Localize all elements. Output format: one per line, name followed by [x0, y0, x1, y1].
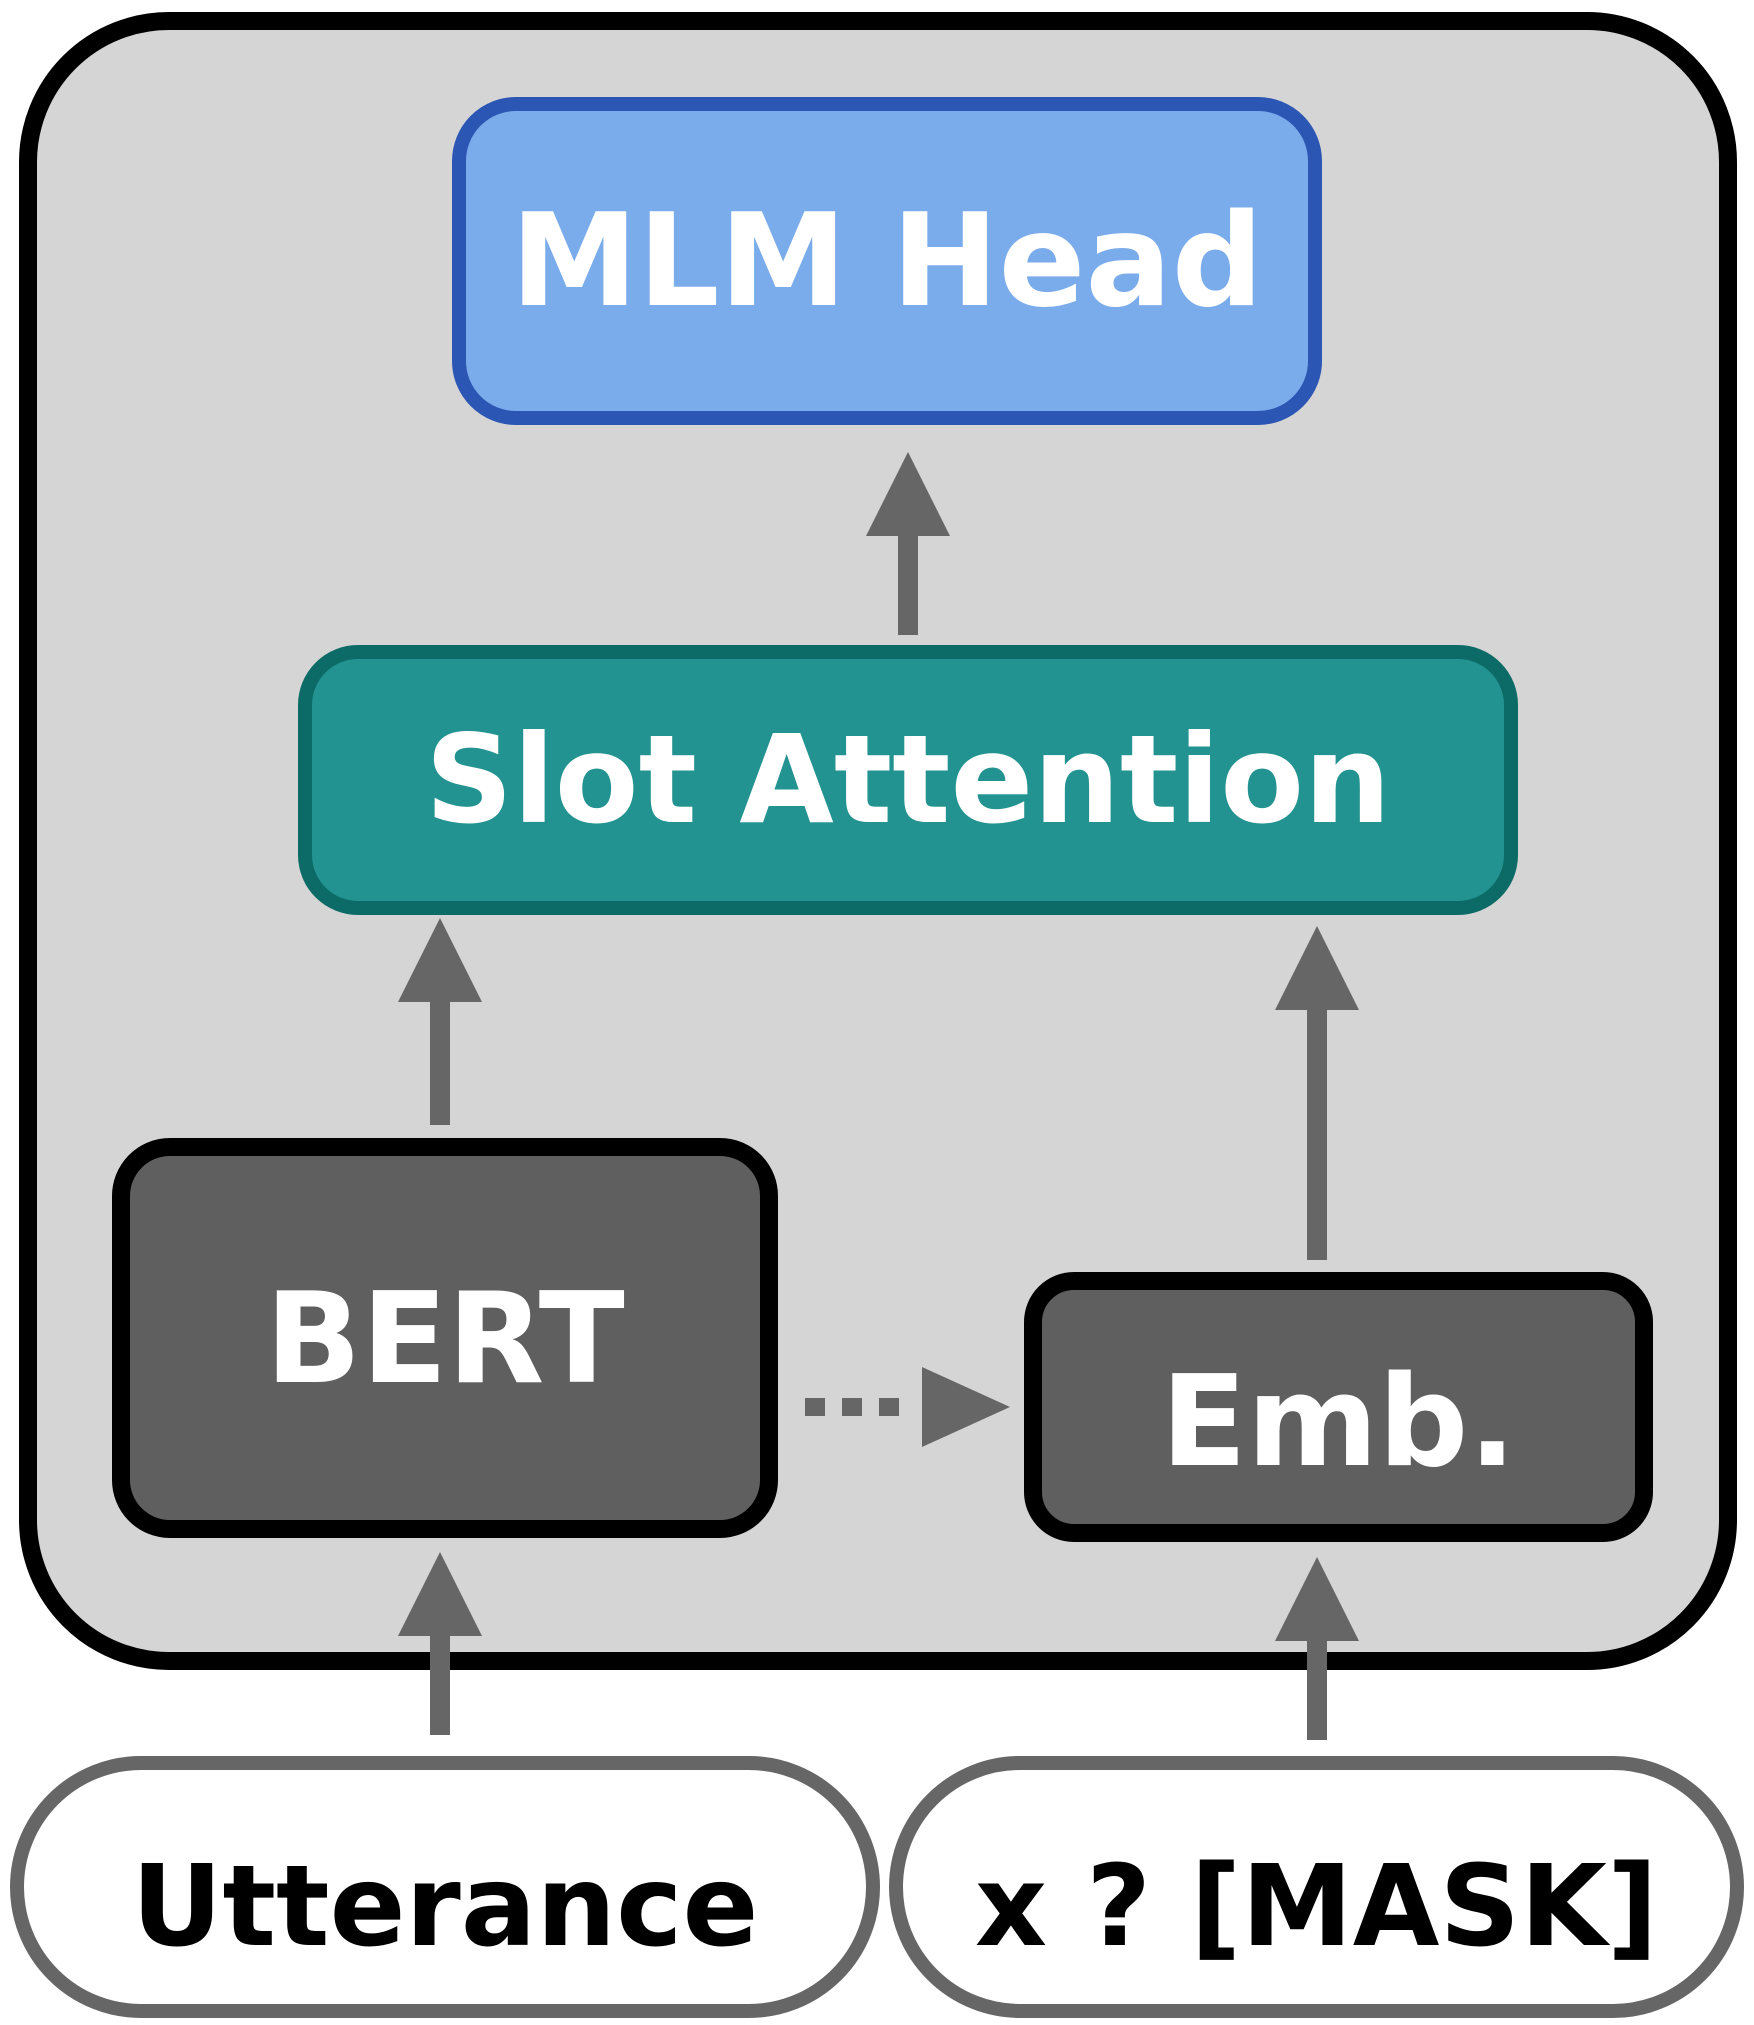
emb-node: Emb. [1024, 1272, 1653, 1542]
arrow-utterance-to-bert [398, 1552, 482, 1735]
utterance-label: Utterance [131, 1842, 759, 1972]
arrow-emb-to-slot [1275, 926, 1359, 1260]
mlm-head-label: MLM Head [510, 186, 1264, 336]
bert-node: BERT [112, 1138, 778, 1538]
mlm-head-node: MLM Head [452, 97, 1322, 425]
arrow-mask-to-emb [1275, 1557, 1359, 1740]
mask-input-node: x ? [MASK] [889, 1756, 1744, 2018]
arrow-bert-to-emb-dotted [805, 1367, 1010, 1447]
slot-attention-node: Slot Attention [298, 645, 1518, 915]
arrow-slot-to-mlm [866, 452, 950, 635]
utterance-input-node: Utterance [10, 1756, 880, 2018]
bert-label: BERT [265, 1264, 625, 1412]
slot-attention-label: Slot Attention [425, 709, 1391, 851]
mask-input-label: x ? [MASK] [974, 1842, 1659, 1972]
emb-label: Emb. [1160, 1347, 1517, 1495]
arrow-bert-to-slot [398, 918, 482, 1125]
